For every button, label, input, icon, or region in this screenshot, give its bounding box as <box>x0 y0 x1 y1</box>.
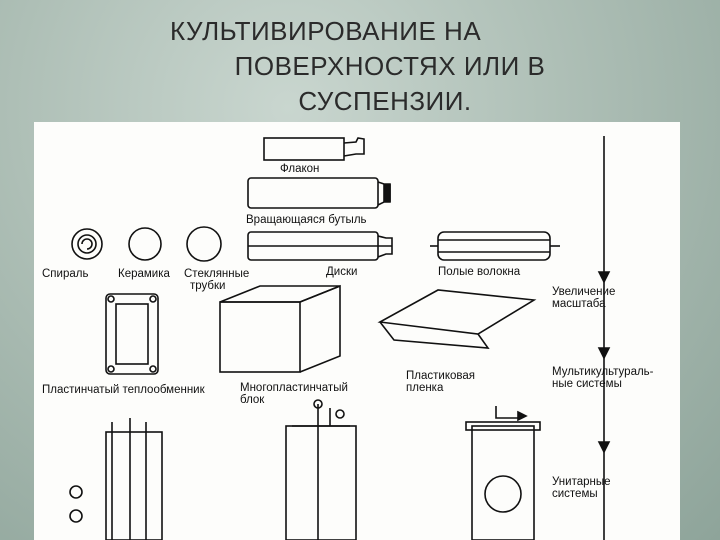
slide-title: КУЛЬТИВИРОВАНИЕ НА ПОВЕРХНОСТЯХ ИЛИ В СУ… <box>150 14 590 119</box>
roller-bottle-drawing <box>248 178 390 208</box>
suspension-vessel-2 <box>286 400 356 540</box>
label-multiculture-line2: ные системы <box>552 378 622 390</box>
label-plate-exchanger: Пластинчатый теплообменник <box>42 384 205 396</box>
label-unitary-line2: системы <box>552 488 598 500</box>
label-glass-tubes-line1: Стеклянные <box>184 268 249 280</box>
suspension-vessel-1 <box>70 418 162 540</box>
label-scale-up-line1: Увеличение <box>552 286 615 298</box>
label-multiplate-line2: блок <box>240 394 264 406</box>
label-plastic-film-line1: Пластиковая <box>406 370 475 382</box>
plate-exchanger-drawing <box>106 294 158 374</box>
label-ceramic: Керамика <box>118 268 170 280</box>
suspension-vessel-3 <box>466 406 540 540</box>
label-discs: Диски <box>326 266 357 278</box>
label-scale-up-line2: масштаба <box>552 298 606 310</box>
title-line-3: СУСПЕНЗИИ. <box>150 84 590 119</box>
multiplate-unit-drawing <box>220 286 340 372</box>
label-glass-tubes-line2: трубки <box>190 280 225 292</box>
label-roller-bottle: Вращающаяся бутыль <box>246 214 367 226</box>
label-hollow-fibers: Полые волокна <box>438 266 520 278</box>
glass-tubes-drawing <box>187 227 221 261</box>
label-flask: Флакон <box>280 163 319 175</box>
label-unitary-line1: Унитарные <box>552 476 611 488</box>
label-spiral: Спираль <box>42 268 88 280</box>
title-line-2: ПОВЕРХНОСТЯХ ИЛИ В <box>150 49 590 84</box>
disc-bottle-drawing <box>248 232 392 260</box>
spiral-drawing <box>72 229 102 259</box>
culture-systems-figure: Флакон Вращающаяся бутыль Спираль Керами… <box>34 122 680 540</box>
hollow-fibers-drawing <box>430 232 560 260</box>
ceramic-drawing <box>129 228 161 260</box>
title-line-1: КУЛЬТИВИРОВАНИЕ НА <box>150 14 590 49</box>
flask-drawing <box>264 138 364 160</box>
plastic-film-drawing <box>380 290 534 348</box>
label-multiplate-line1: Многопластинчатый <box>240 382 348 394</box>
label-multiculture-line1: Мультикультураль- <box>552 366 654 378</box>
label-plastic-film-line2: пленка <box>406 382 443 394</box>
